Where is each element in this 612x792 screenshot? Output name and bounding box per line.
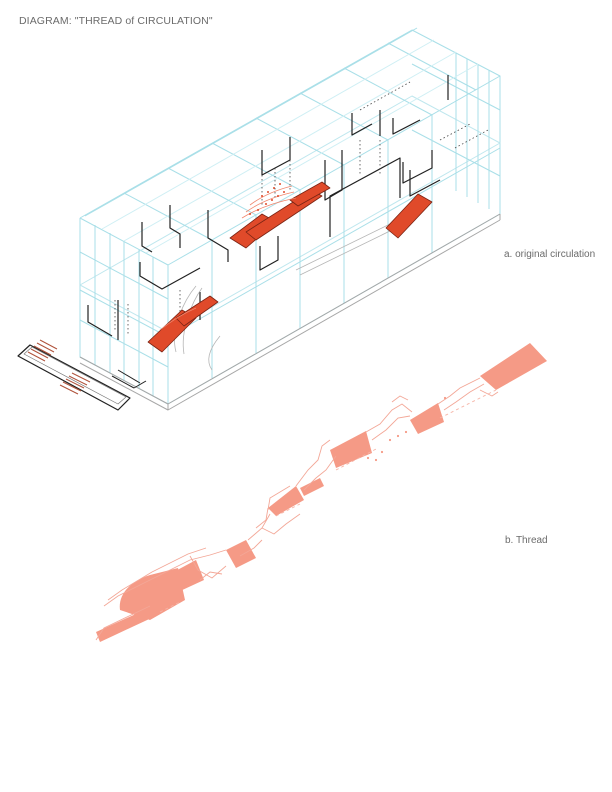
entry-stair-upper [27, 339, 58, 362]
label-original-circulation: a. original circulation [504, 249, 596, 260]
ramp-curves [174, 209, 421, 371]
circulation-dots [249, 183, 285, 215]
thread-dashes [159, 389, 497, 613]
thread-lines [95, 377, 499, 641]
circulation-highlights [159, 185, 297, 331]
label-thread: b. Thread [505, 535, 548, 546]
entry-bridge [17, 344, 147, 411]
thread-diagram [95, 343, 547, 642]
building-axonometric [17, 27, 501, 411]
building-base [79, 213, 501, 411]
thread-fills [96, 343, 547, 642]
entry-stair-lower [59, 372, 91, 395]
original-circulation [147, 181, 433, 353]
diagram-title: DIAGRAM: "THREAD of CIRCULATION" [19, 15, 213, 27]
structural-walls [87, 75, 449, 340]
thread-dots [366, 396, 447, 462]
